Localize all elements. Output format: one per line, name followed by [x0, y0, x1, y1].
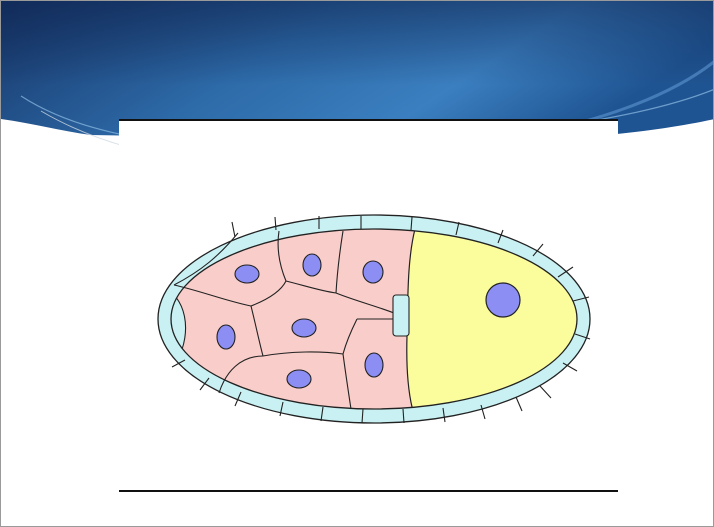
border-follicle-cell — [393, 295, 409, 336]
nurse-cell-nucleus — [363, 261, 383, 283]
nurse-cell-nucleus — [217, 325, 235, 349]
nurse-cell-nucleus — [292, 319, 316, 337]
nurse-cell-nucleus — [287, 370, 311, 388]
nurse-cell-nucleus — [303, 254, 321, 276]
follicle-division — [232, 222, 235, 237]
nurse-cell-region — [151, 221, 421, 421]
nurse-cell-nucleus — [365, 353, 383, 377]
oocyte — [407, 229, 601, 411]
follicle-division — [516, 397, 522, 411]
follicle-division — [540, 386, 551, 398]
nurse-cell-nucleus — [235, 265, 259, 283]
oocyte-nucleus — [486, 283, 520, 317]
